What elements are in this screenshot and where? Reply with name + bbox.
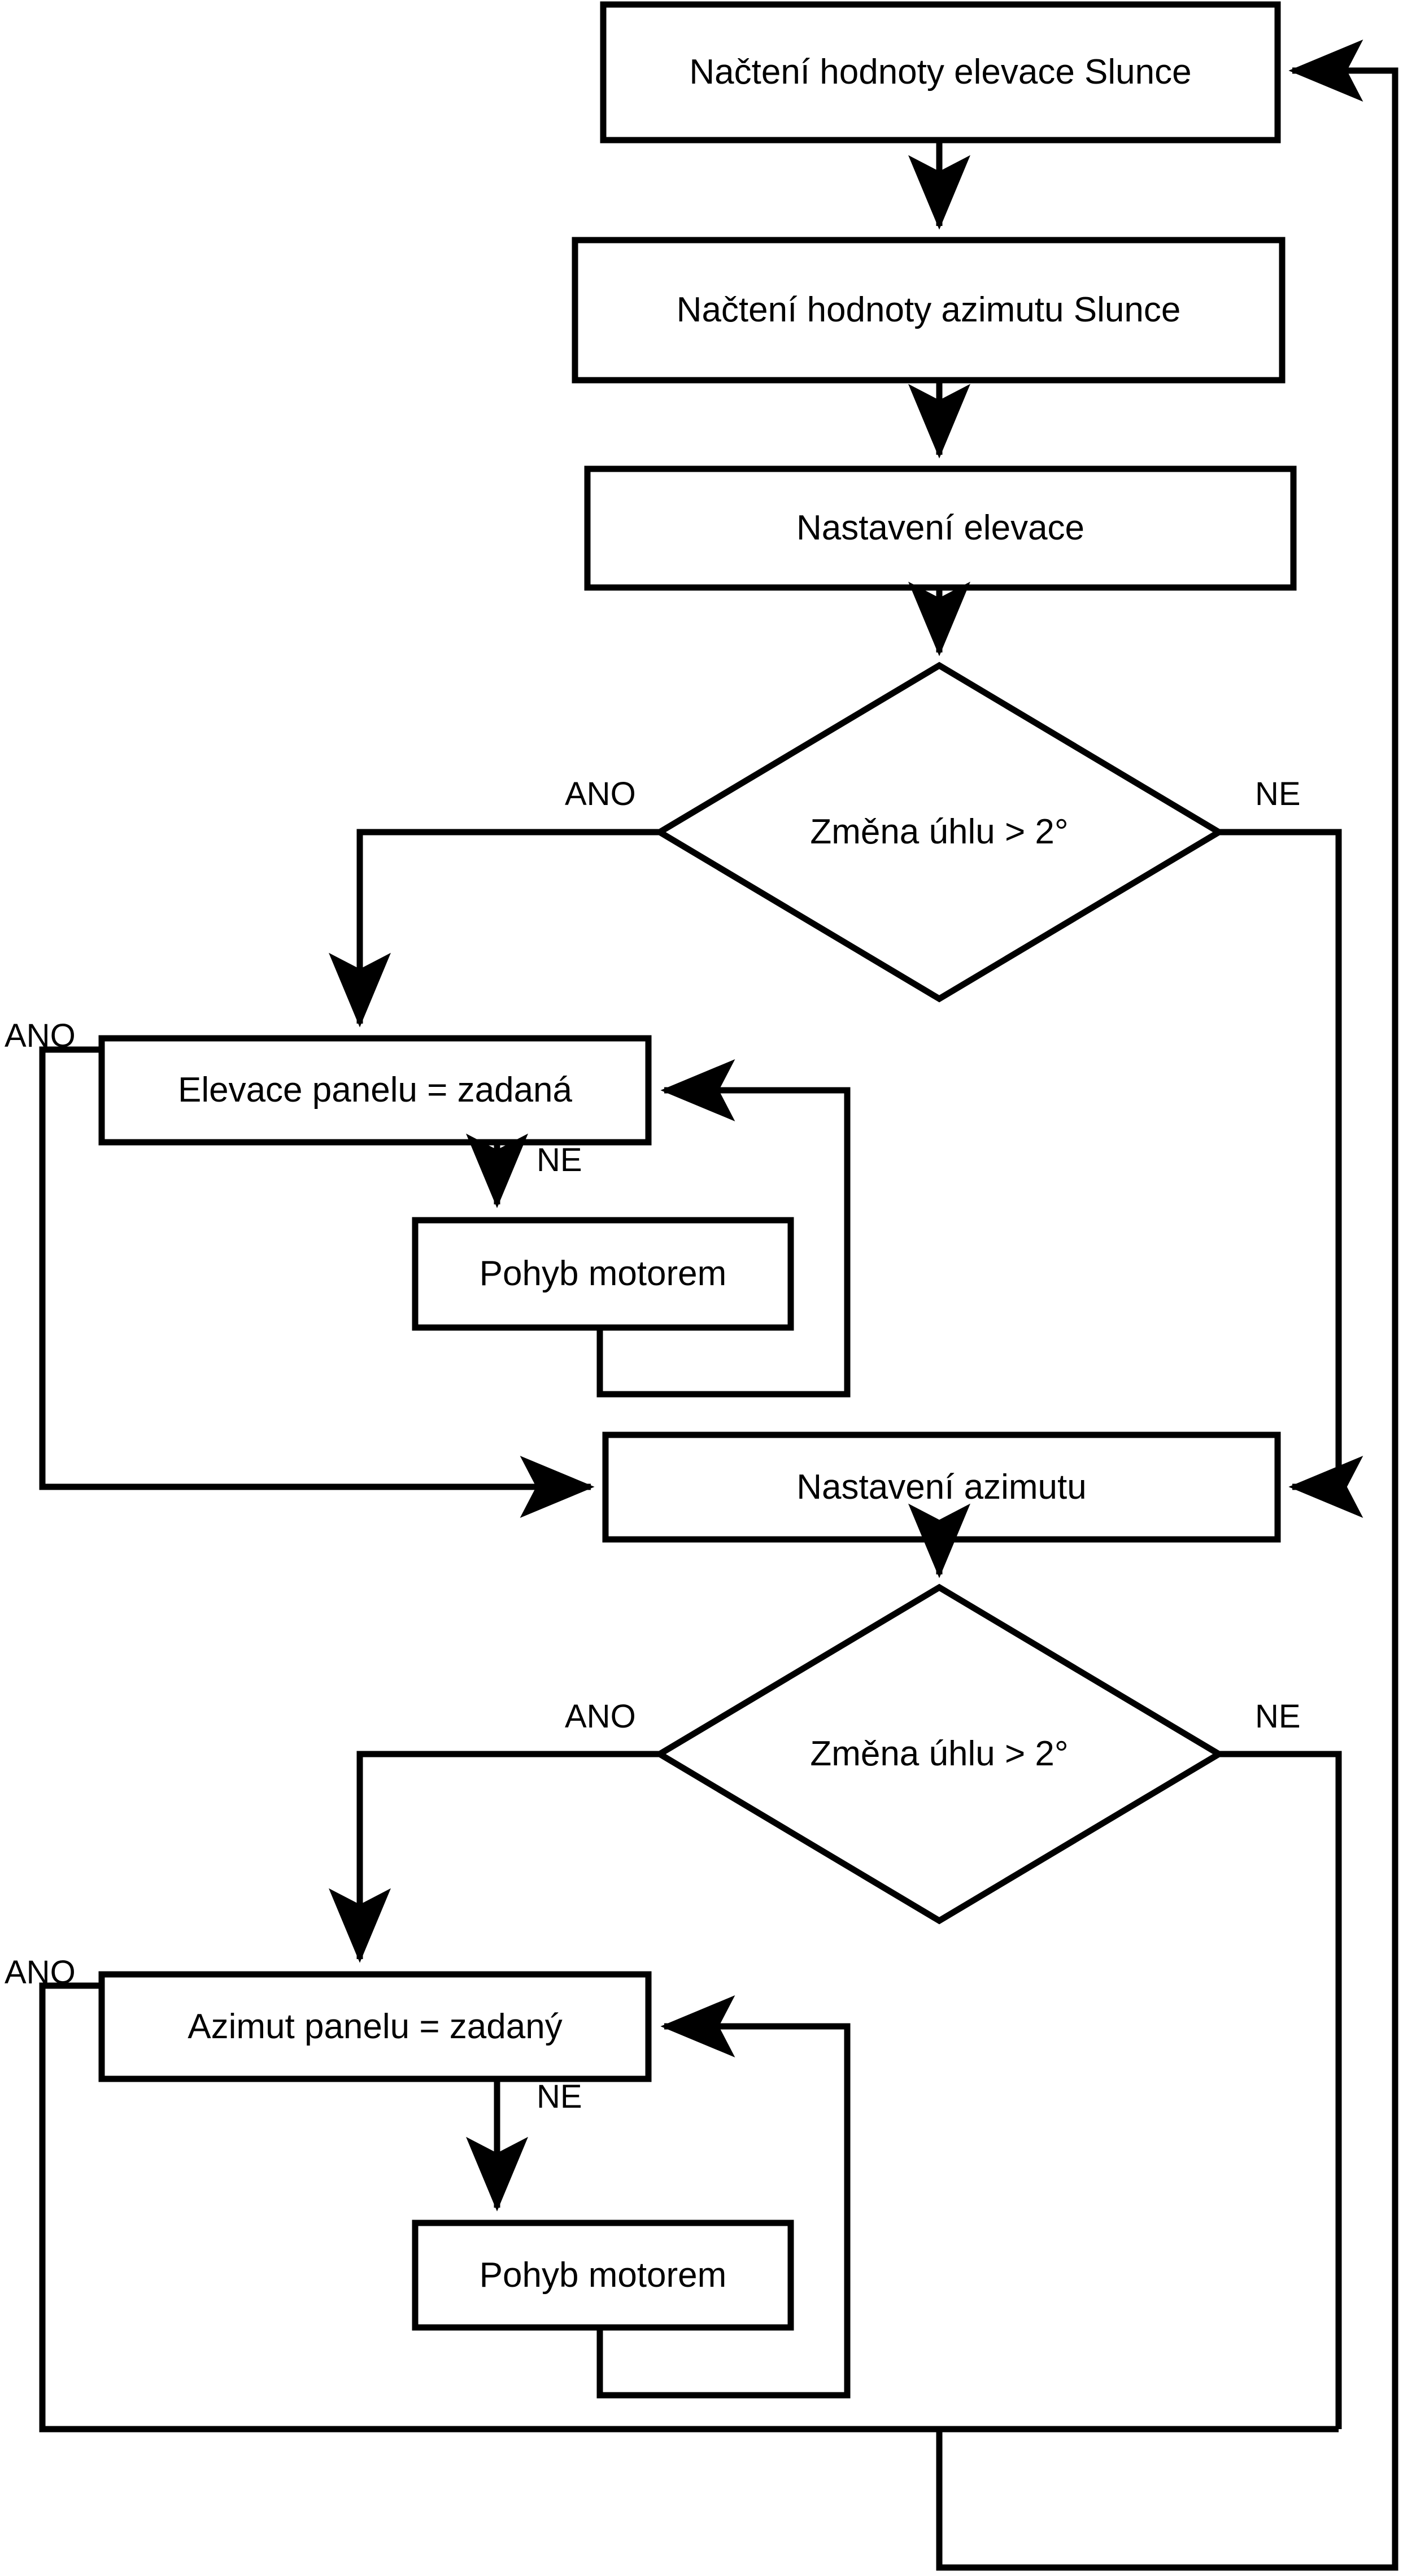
edge-decide-elevation-yes [329,829,660,1028]
edge-motor-azimuth-loopback [596,1995,851,2399]
shape-read-azimuth [572,237,1286,384]
shape-motor-move-azimuth [412,2220,794,2331]
node-motor-move-azimuth[interactable] [415,2223,791,2327]
node-panel-azimuth-ok[interactable] [102,1974,648,2079]
edge-decide-azimuth-no [1219,1751,1342,2429]
edge-return-to-start [936,40,1398,2571]
node-panel-elevation-ok[interactable] [102,1038,648,1142]
node-set-elevation[interactable] [587,469,1293,588]
shape-decide-elevation [653,662,1225,1003]
node-read-elevation[interactable] [603,5,1278,140]
edge-motor-elevation-loopback [596,1059,851,1398]
node-decide-elevation[interactable] [660,665,1219,999]
edge-decide-elevation-no [1219,829,1363,1518]
shape-panel-elevation-ok [98,1035,652,1146]
node-motor-move-elevation[interactable] [415,1220,791,1328]
node-set-azimuth[interactable] [605,1435,1278,1539]
edge-panel-azimuth-yes [39,1982,1339,2433]
node-read-azimuth[interactable] [575,240,1282,380]
shape-panel-azimuth-ok [98,1971,652,2082]
shape-read-elevation [600,1,1281,143]
edge-panel-elevation-yes [39,1046,595,1518]
shape-decide-azimuth [653,1583,1225,1925]
edge-decide-azimuth-yes [329,1751,660,1963]
node-decide-azimuth[interactable] [660,1587,1219,1921]
